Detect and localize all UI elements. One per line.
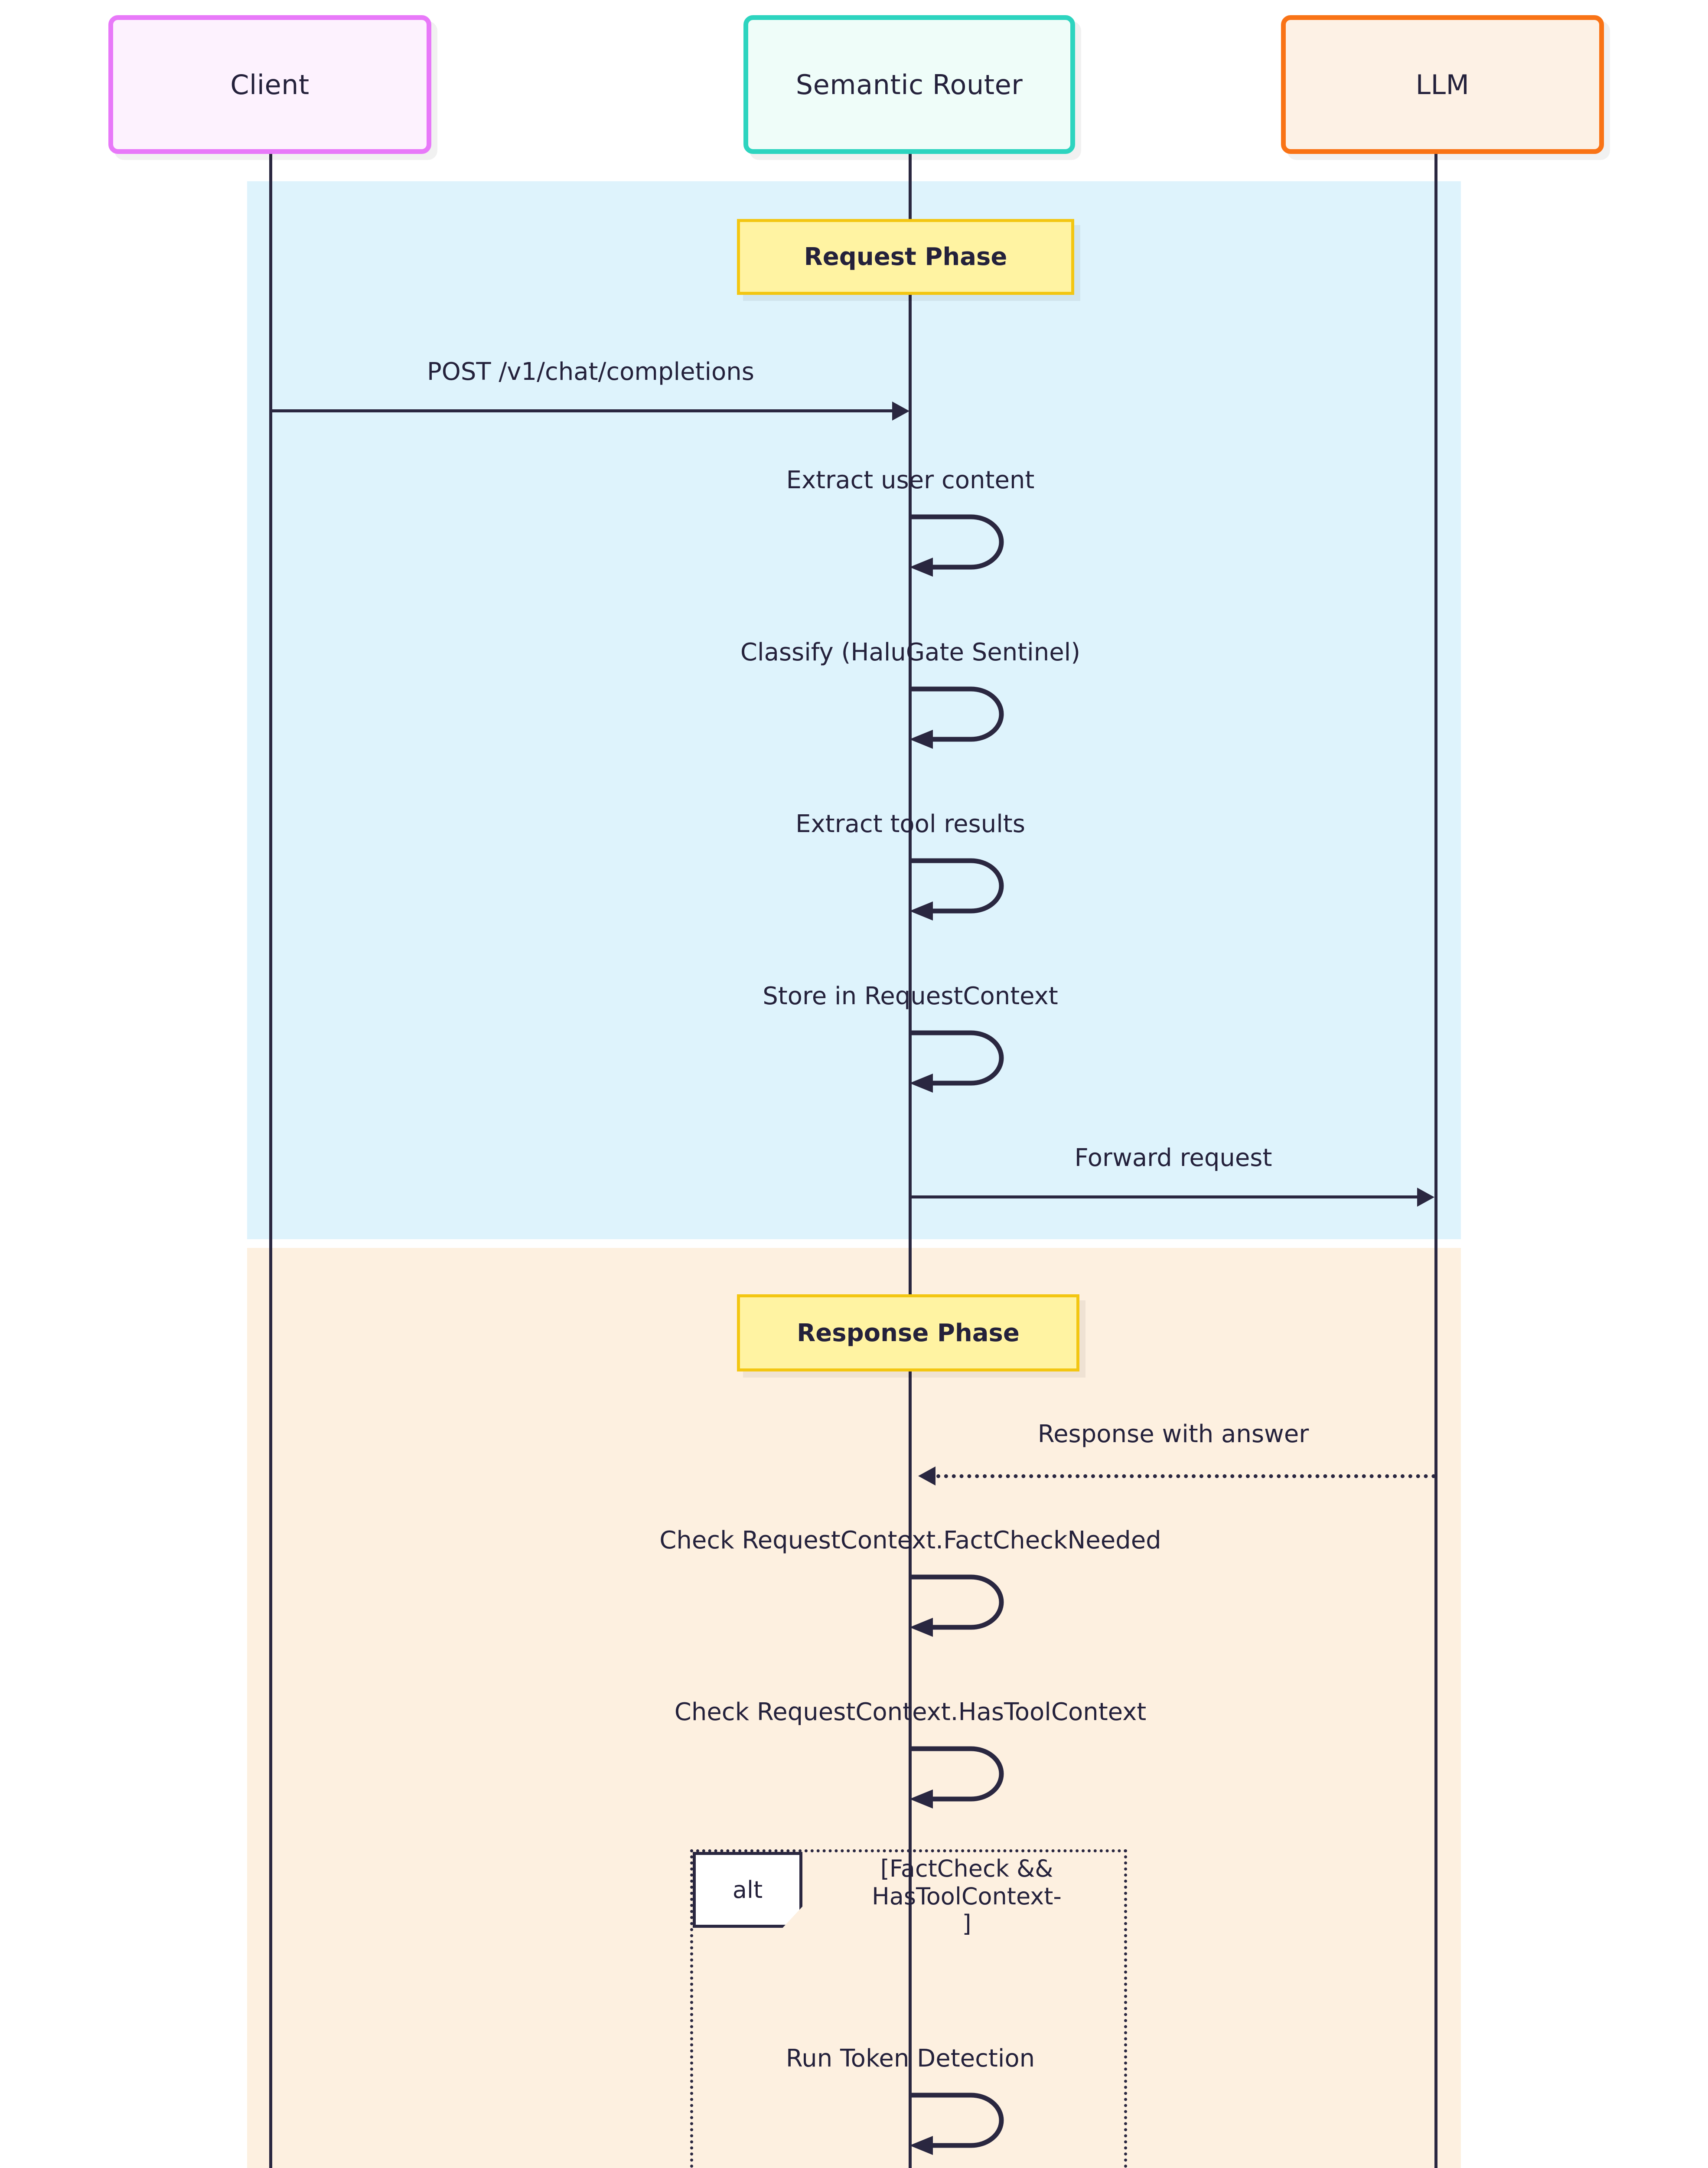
message-label-m6: Forward request <box>1074 1144 1272 1172</box>
lifeline-llm <box>1434 154 1437 2168</box>
message-label-m2: Extract user content <box>786 466 1035 494</box>
self-loop-m10 <box>909 2093 1004 2155</box>
alt-block-frame <box>690 1849 1127 2168</box>
message-label-m10: Run Token Detection <box>786 2044 1035 2073</box>
self-loop-m3 <box>909 686 1004 749</box>
message-label-m1: POST /v1/chat/completions <box>427 358 754 386</box>
self-loop-m4 <box>909 858 1004 921</box>
self-loop-m8 <box>909 1574 1004 1637</box>
message-arrow-m1 <box>271 409 893 412</box>
participant-router-top[interactable]: Semantic Router <box>743 15 1075 154</box>
note-response-phase: Response Phase <box>737 1294 1079 1371</box>
arrowhead-m6 <box>1417 1188 1434 1207</box>
response-phase-background <box>247 1248 1461 2168</box>
arrowhead-m7 <box>918 1466 935 1486</box>
alt-branch-1-condition: [FactCheck && HasToolContext- ] <box>872 1855 1062 1938</box>
alt-tag-label: alt <box>732 1876 763 1904</box>
participant-llm-top[interactable]: LLM <box>1281 15 1604 154</box>
lifeline-client <box>269 154 272 2168</box>
self-loop-m9 <box>909 1746 1004 1809</box>
self-loop-m2 <box>909 514 1004 577</box>
alt-block-tag: alt <box>693 1852 802 1928</box>
participant-label: Semantic Router <box>795 69 1023 101</box>
message-label-m4: Extract tool results <box>795 810 1025 838</box>
message-label-m7: Response with answer <box>1037 1420 1309 1448</box>
arrowhead-m1 <box>892 402 909 421</box>
participant-label: Client <box>230 69 310 101</box>
note-label: Request Phase <box>804 243 1007 271</box>
message-label-m3: Classify (HaluGate Sentinel) <box>740 638 1081 666</box>
message-label-m5: Store in RequestContext <box>763 982 1058 1010</box>
lifeline-router <box>909 154 912 2168</box>
participant-label: LLM <box>1415 69 1470 101</box>
message-label-m9: Check RequestContext.HasToolContext <box>674 1698 1147 1726</box>
note-label: Response Phase <box>797 1319 1020 1347</box>
message-label-m8: Check RequestContext.FactCheckNeeded <box>659 1526 1161 1554</box>
message-arrow-m6 <box>910 1195 1418 1198</box>
message-arrow-m7 <box>936 1474 1436 1478</box>
note-request-phase: Request Phase <box>737 219 1074 295</box>
request-phase-background <box>247 181 1461 1239</box>
participant-client-top[interactable]: Client <box>108 15 431 154</box>
self-loop-m5 <box>909 1030 1004 1093</box>
